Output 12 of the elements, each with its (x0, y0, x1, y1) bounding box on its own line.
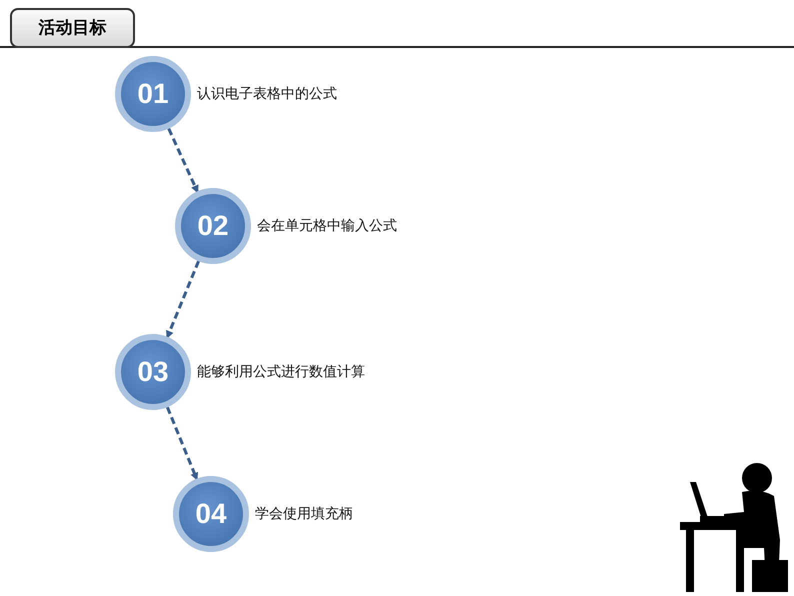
dashed-arrow (167, 128, 199, 194)
step-number: 04 (195, 498, 227, 530)
step-number: 02 (197, 210, 229, 242)
step-text: 能够利用公式进行数值计算 (197, 363, 365, 381)
dashed-arrow (166, 406, 198, 481)
step-text: 认识电子表格中的公式 (197, 85, 337, 103)
dashed-arrow (166, 260, 200, 339)
title-tab: 活动目标 (10, 8, 135, 48)
step-number: 01 (137, 78, 169, 110)
step-text: 会在单元格中输入公式 (257, 217, 397, 235)
step-text: 学会使用填充柄 (255, 505, 353, 523)
step-number: 03 (137, 356, 169, 388)
